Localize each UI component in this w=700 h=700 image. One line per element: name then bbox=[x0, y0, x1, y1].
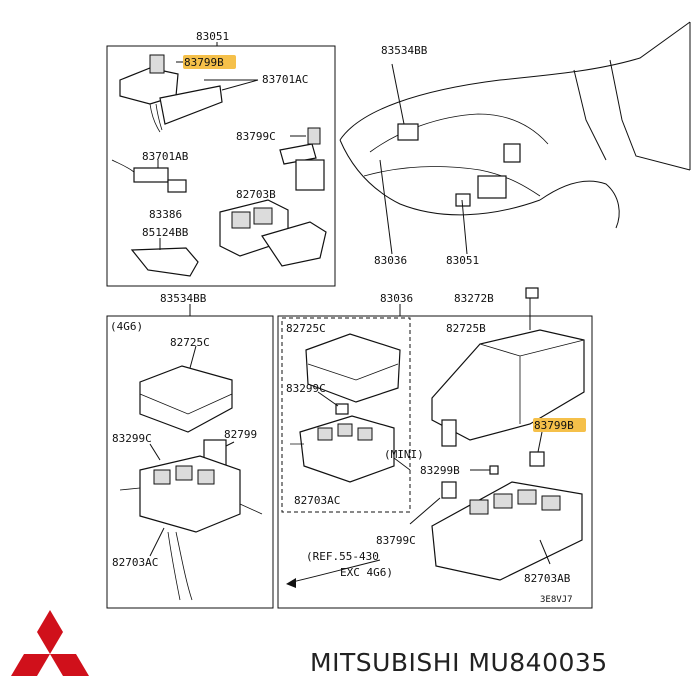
label-83701ab: 83701AB bbox=[142, 150, 189, 163]
label-82725b: 82725B bbox=[446, 322, 486, 335]
relay-box-82703ac-mid-part bbox=[290, 403, 411, 483]
highlight-83799b-right bbox=[533, 418, 586, 432]
mini-subpanel bbox=[281, 317, 411, 513]
label-83534bb-car: 83534BB bbox=[381, 44, 428, 57]
bolt-83272b-part bbox=[525, 287, 539, 299]
relay-box-cover-82725c-part bbox=[139, 365, 233, 433]
label-83299b: 83299B bbox=[420, 464, 460, 477]
label-mini: (MINI) bbox=[384, 448, 424, 461]
relay-box-82703b-part bbox=[219, 199, 327, 267]
label-ref-line2: EXC 4G6) bbox=[340, 566, 393, 579]
label-82703ab: 82703AB bbox=[524, 572, 571, 585]
label-82799: 82799 bbox=[224, 428, 257, 441]
relay-box-82703ab-part bbox=[431, 451, 583, 581]
label-82725c-left: 82725C bbox=[170, 336, 210, 349]
car-engine-bay-illustration bbox=[339, 21, 691, 229]
label-82703ac-left: 82703AC bbox=[112, 556, 158, 569]
relay-bracket-part bbox=[119, 54, 223, 133]
label-83799c-right: 83799C bbox=[376, 534, 416, 547]
label-83799b-top: 83799B bbox=[184, 56, 224, 69]
bottom-right-panel bbox=[277, 315, 593, 609]
mitsubishi-logo-icon bbox=[11, 610, 89, 676]
top-left-panel bbox=[106, 45, 336, 287]
label-82725c-mid: 82725C bbox=[286, 322, 326, 335]
relay-box-82703ac-left-part bbox=[119, 455, 263, 601]
label-83036-car: 83036 bbox=[374, 254, 407, 267]
label-83299c-left: 83299C bbox=[112, 432, 152, 445]
bracket-85124bb-part bbox=[130, 247, 199, 277]
label-ref-line1: (REF.55-430 bbox=[306, 550, 379, 563]
label-85124bb: 85124BB bbox=[142, 226, 189, 239]
label-83701ac: 83701AC bbox=[262, 73, 308, 86]
label-82703b: 82703B bbox=[236, 188, 276, 201]
relay-83799c-part bbox=[279, 127, 325, 191]
connector-part bbox=[111, 159, 187, 193]
label-83051-car: 83051 bbox=[446, 254, 479, 267]
relay-box-cover-82725c-mid-part bbox=[305, 333, 401, 403]
label-83051-top: 83051 bbox=[196, 30, 229, 43]
label-engine-4g6: (4G6) bbox=[110, 320, 143, 333]
brand-part-number: MITSUBISHI MU840035 bbox=[310, 648, 608, 677]
label-83272b: 83272B bbox=[454, 292, 494, 305]
relay-box-cover-82725b-part bbox=[431, 329, 585, 447]
label-83534bb-mid: 83534BB bbox=[160, 292, 207, 305]
label-drawing-code: 3E8VJ7 bbox=[540, 595, 573, 605]
label-83036-mid: 83036 bbox=[380, 292, 413, 305]
label-83299c-mid: 83299C bbox=[286, 382, 326, 395]
label-83799c-top: 83799C bbox=[236, 130, 276, 143]
label-82703ac-mid: 82703AC bbox=[294, 494, 340, 507]
highlight-83799b-top bbox=[183, 55, 236, 69]
label-83799b-right: 83799B bbox=[534, 419, 574, 432]
label-83386: 83386 bbox=[149, 208, 182, 221]
